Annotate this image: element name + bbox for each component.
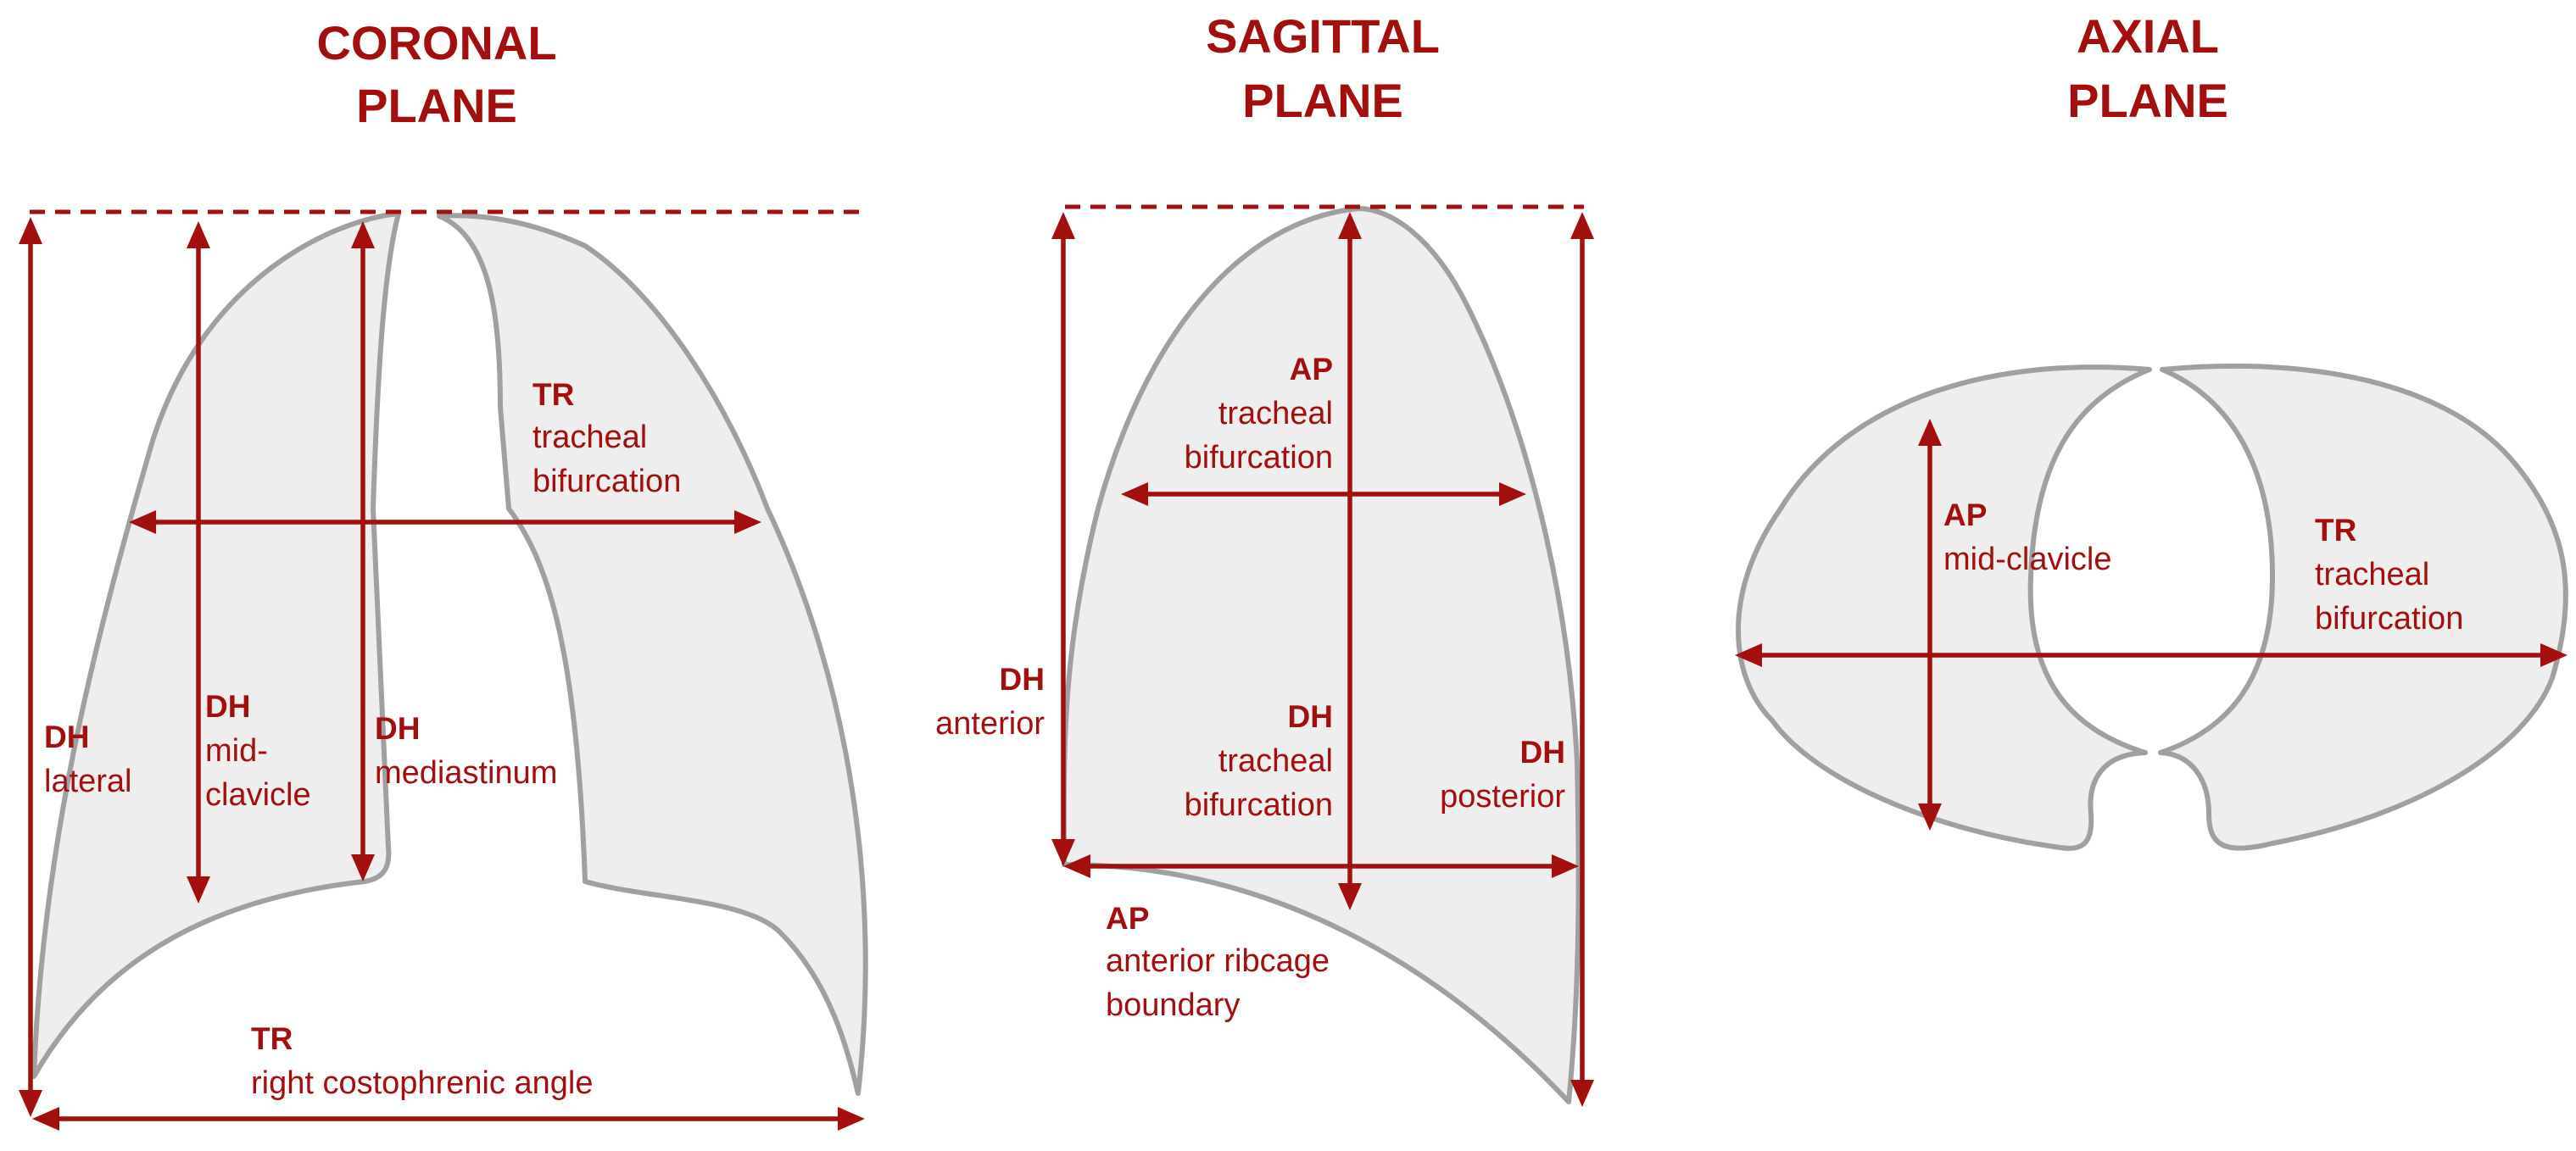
sagittal-ap-ribcage-arrow <box>1063 854 1579 878</box>
coronal-left-lung <box>437 213 868 1096</box>
axial-plane-title: AXIAL PLANE <box>2067 9 2228 127</box>
axial-ap-midclavicle-arrow <box>1918 419 1942 831</box>
coronal-dh-midclavicle-arrow <box>187 221 210 904</box>
axial-left-lung <box>2158 363 2568 851</box>
axial-right-lung <box>1736 364 2152 851</box>
sagittal-dh-posterior-label: DH posterior <box>1440 735 1565 815</box>
sagittal-ap-trachea-label: AP tracheal bifurcation <box>1185 352 1333 475</box>
label-code: DH <box>1288 699 1333 734</box>
label-code: TR <box>2315 513 2356 548</box>
coronal-right-lung <box>31 211 401 1079</box>
coronal-plane-title: CORONAL PLANE <box>316 16 556 132</box>
coronal-plane: TR tracheal bifurcation DH lateral DH mi… <box>19 209 868 1131</box>
sagittal-lung <box>1061 206 1581 1104</box>
label-line: tracheal <box>1218 396 1333 431</box>
label-line: mid-clavicle <box>1943 542 2111 577</box>
label-line: bifurcation <box>1185 440 1333 475</box>
label-code: DH <box>205 689 250 724</box>
label-line: lateral <box>44 764 132 799</box>
axial-title-line-2: PLANE <box>2067 74 2228 127</box>
coronal-dh-mediastinum-label: DH mediastinum <box>375 711 557 791</box>
sagittal-title-line-2: PLANE <box>1242 74 1403 127</box>
label-code: AP <box>1106 901 1149 936</box>
coronal-title-line-1: CORONAL <box>316 16 556 70</box>
sagittal-plane-title: SAGITTAL PLANE <box>1206 9 1440 127</box>
coronal-tr-costophrenic-label: TR right costophrenic angle <box>251 1021 593 1101</box>
label-line: boundary <box>1106 987 1240 1023</box>
label-code: AP <box>1943 498 1987 532</box>
label-code: DH <box>375 711 420 746</box>
sagittal-dh-anterior-arrow <box>1051 212 1075 866</box>
label-line: tracheal <box>1218 743 1333 779</box>
sagittal-ap-trachea-arrow <box>1121 482 1526 506</box>
sagittal-dh-trachea-arrow <box>1338 212 1362 910</box>
coronal-dh-lateral-label: DH lateral <box>44 720 132 799</box>
coronal-tr-costophrenic-arrow <box>32 1107 865 1131</box>
coronal-tr-trachea-label: TR tracheal bifurcation <box>532 377 681 499</box>
label-code: TR <box>532 377 574 412</box>
label-code: DH <box>1520 735 1565 770</box>
sagittal-dh-posterior-arrow <box>1570 212 1594 1107</box>
coronal-dh-mediastinum-arrow <box>351 221 375 881</box>
axial-title-line-1: AXIAL <box>2077 9 2219 63</box>
coronal-title-line-2: PLANE <box>356 79 517 132</box>
label-code: DH <box>1000 662 1045 697</box>
sagittal-dh-anterior-label: DH anterior <box>935 662 1045 742</box>
label-line: posterior <box>1440 779 1565 815</box>
label-line: tracheal <box>2315 557 2429 592</box>
label-line: right costophrenic angle <box>251 1065 593 1101</box>
label-code: AP <box>1290 352 1333 386</box>
sagittal-dh-trachea-label: DH tracheal bifurcation <box>1185 699 1333 823</box>
axial-plane: AP mid-clavicle TR tracheal bifurcation <box>1735 363 2568 851</box>
sagittal-title-line-1: SAGITTAL <box>1206 9 1440 63</box>
label-line: bifurcation <box>1185 787 1333 823</box>
sagittal-ap-ribcage-label: AP anterior ribcage boundary <box>1106 901 1330 1023</box>
axial-tr-trachea-arrow <box>1735 643 2568 667</box>
label-line: anterior <box>935 706 1045 742</box>
coronal-dh-lateral-arrow <box>19 217 42 1117</box>
sagittal-plane: AP tracheal bifurcation DH anterior DH t… <box>935 204 1594 1107</box>
label-line: mid- <box>205 733 268 769</box>
coronal-tr-trachea-arrow <box>129 510 761 534</box>
axial-tr-trachea-label: TR tracheal bifurcation <box>2315 513 2463 637</box>
label-line: tracheal <box>532 420 647 455</box>
label-line: mediastinum <box>375 755 557 791</box>
label-line: bifurcation <box>2315 601 2463 637</box>
label-line: clavicle <box>205 777 311 813</box>
axial-ap-midclavicle-label: AP mid-clavicle <box>1943 498 2111 577</box>
label-line: bifurcation <box>532 464 681 499</box>
coronal-dh-midclavicle-label: DH mid- clavicle <box>205 689 311 813</box>
label-line: anterior ribcage <box>1106 943 1330 979</box>
label-code: DH <box>44 720 89 754</box>
label-code: TR <box>251 1021 293 1056</box>
